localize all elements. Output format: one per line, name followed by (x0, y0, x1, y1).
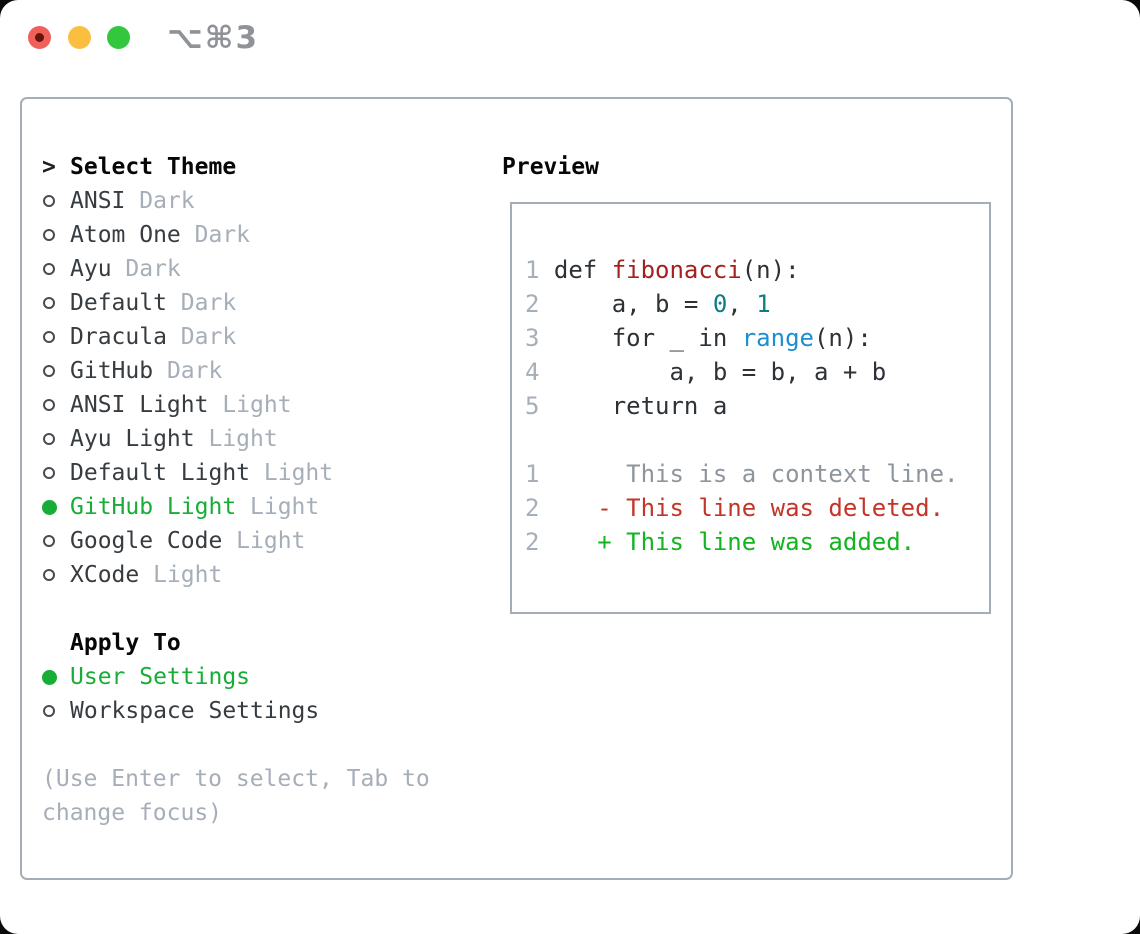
theme-option[interactable]: XCode Light (42, 558, 482, 592)
theme-name: ANSI Light (70, 392, 223, 418)
radio-icon[interactable] (42, 490, 70, 524)
radio-icon[interactable] (42, 388, 70, 422)
apply-to-label: Workspace Settings (70, 698, 320, 724)
theme-option[interactable]: Google Code Light (42, 524, 482, 558)
select-theme-title: Select Theme (70, 154, 237, 180)
theme-variant: Dark (194, 222, 251, 248)
maximize-button[interactable] (107, 26, 130, 49)
diff-line: 1 This is a context line. (525, 457, 989, 491)
theme-variant: Dark (166, 358, 223, 384)
radio-icon[interactable] (42, 252, 70, 286)
theme-variant: Light (236, 528, 306, 554)
select-theme-header: > Select Theme (42, 150, 482, 184)
radio-icon[interactable] (42, 184, 70, 218)
spacer (42, 728, 482, 762)
theme-variant: Dark (125, 256, 181, 282)
radio-icon[interactable] (42, 456, 70, 490)
theme-name: Atom One (70, 222, 195, 248)
theme-option[interactable]: Dracula Dark (42, 320, 482, 354)
apply-to-title: Apply To (70, 630, 181, 656)
line-number: 3 (525, 324, 540, 352)
theme-name: GitHub Light (70, 494, 251, 520)
theme-option[interactable]: Default Light Light (42, 456, 482, 490)
spacer (525, 423, 989, 457)
theme-variant: Dark (180, 324, 237, 350)
radio-icon[interactable] (42, 524, 70, 558)
window-shortcut-label: ⌥⌘3 (167, 20, 260, 56)
code-line: 3 for _ in range(n): (525, 321, 989, 355)
radio-icon[interactable] (42, 694, 70, 728)
line-number: 5 (525, 392, 540, 420)
code-line: 5 return a (525, 389, 989, 423)
theme-variant: Light (222, 392, 292, 418)
theme-name: ANSI (70, 188, 140, 214)
radio-icon[interactable] (42, 286, 70, 320)
theme-option[interactable]: Default Dark (42, 286, 482, 320)
prompt-marker: > (42, 154, 56, 180)
theme-name: Dracula (70, 324, 181, 350)
line-number: 2 (525, 290, 540, 318)
theme-name: Ayu Light (70, 426, 209, 452)
close-button[interactable] (28, 26, 51, 49)
theme-option[interactable]: Ayu Light Light (42, 422, 482, 456)
theme-name: Ayu (70, 256, 126, 282)
window-titlebar: ⌥⌘3 (0, 0, 1140, 76)
line-number: 1 (525, 460, 540, 488)
theme-option[interactable]: GitHub Dark (42, 354, 482, 388)
radio-icon[interactable] (42, 218, 70, 252)
diff-line: 2 - This line was deleted. (525, 491, 989, 525)
radio-icon[interactable] (42, 320, 70, 354)
apply-to-option[interactable]: Workspace Settings (42, 694, 482, 728)
theme-option[interactable]: ANSI Light Light (42, 388, 482, 422)
theme-variant: Dark (139, 188, 195, 214)
theme-name: XCode (70, 562, 154, 588)
theme-option[interactable]: ANSI Dark (42, 184, 482, 218)
theme-option[interactable]: Ayu Dark (42, 252, 482, 286)
theme-name: Default Light (70, 460, 264, 486)
close-dot-icon (35, 33, 44, 42)
diff-line: 2 + This line was added. (525, 525, 989, 559)
theme-variant: Light (263, 460, 334, 486)
code-line: 4 a, b = b, a + b (525, 355, 989, 389)
apply-to-indent (42, 626, 70, 660)
theme-variant: Light (208, 426, 278, 452)
spacer (42, 592, 482, 626)
radio-icon[interactable] (42, 660, 70, 694)
apply-to-option[interactable]: User Settings (42, 660, 482, 694)
radio-icon[interactable] (42, 558, 70, 592)
theme-variant: Dark (180, 290, 237, 316)
apply-to-label: User Settings (70, 664, 251, 690)
apply-to-header: Apply To (42, 626, 482, 660)
theme-variant: Light (153, 562, 223, 588)
theme-name: Google Code (70, 528, 237, 554)
line-number: 2 (525, 494, 540, 522)
line-number: 4 (525, 358, 540, 386)
theme-option[interactable]: GitHub Light Light (42, 490, 482, 524)
radio-icon[interactable] (42, 354, 70, 388)
theme-name: Default (70, 290, 181, 316)
theme-name: GitHub (70, 358, 167, 384)
preview-header: Preview (502, 154, 599, 180)
usage-hint: (Use Enter to select, Tab to change focu… (42, 766, 430, 826)
radio-icon[interactable] (42, 422, 70, 456)
minimize-button[interactable] (68, 26, 91, 49)
theme-variant: Light (250, 494, 320, 520)
diff-sample: 1 This is a context line.2 - This line w… (525, 457, 989, 559)
code-line: 2 a, b = 0, 1 (525, 287, 989, 321)
line-number: 1 (525, 256, 540, 284)
theme-option[interactable]: Atom One Dark (42, 218, 482, 252)
line-number: 2 (525, 528, 540, 556)
